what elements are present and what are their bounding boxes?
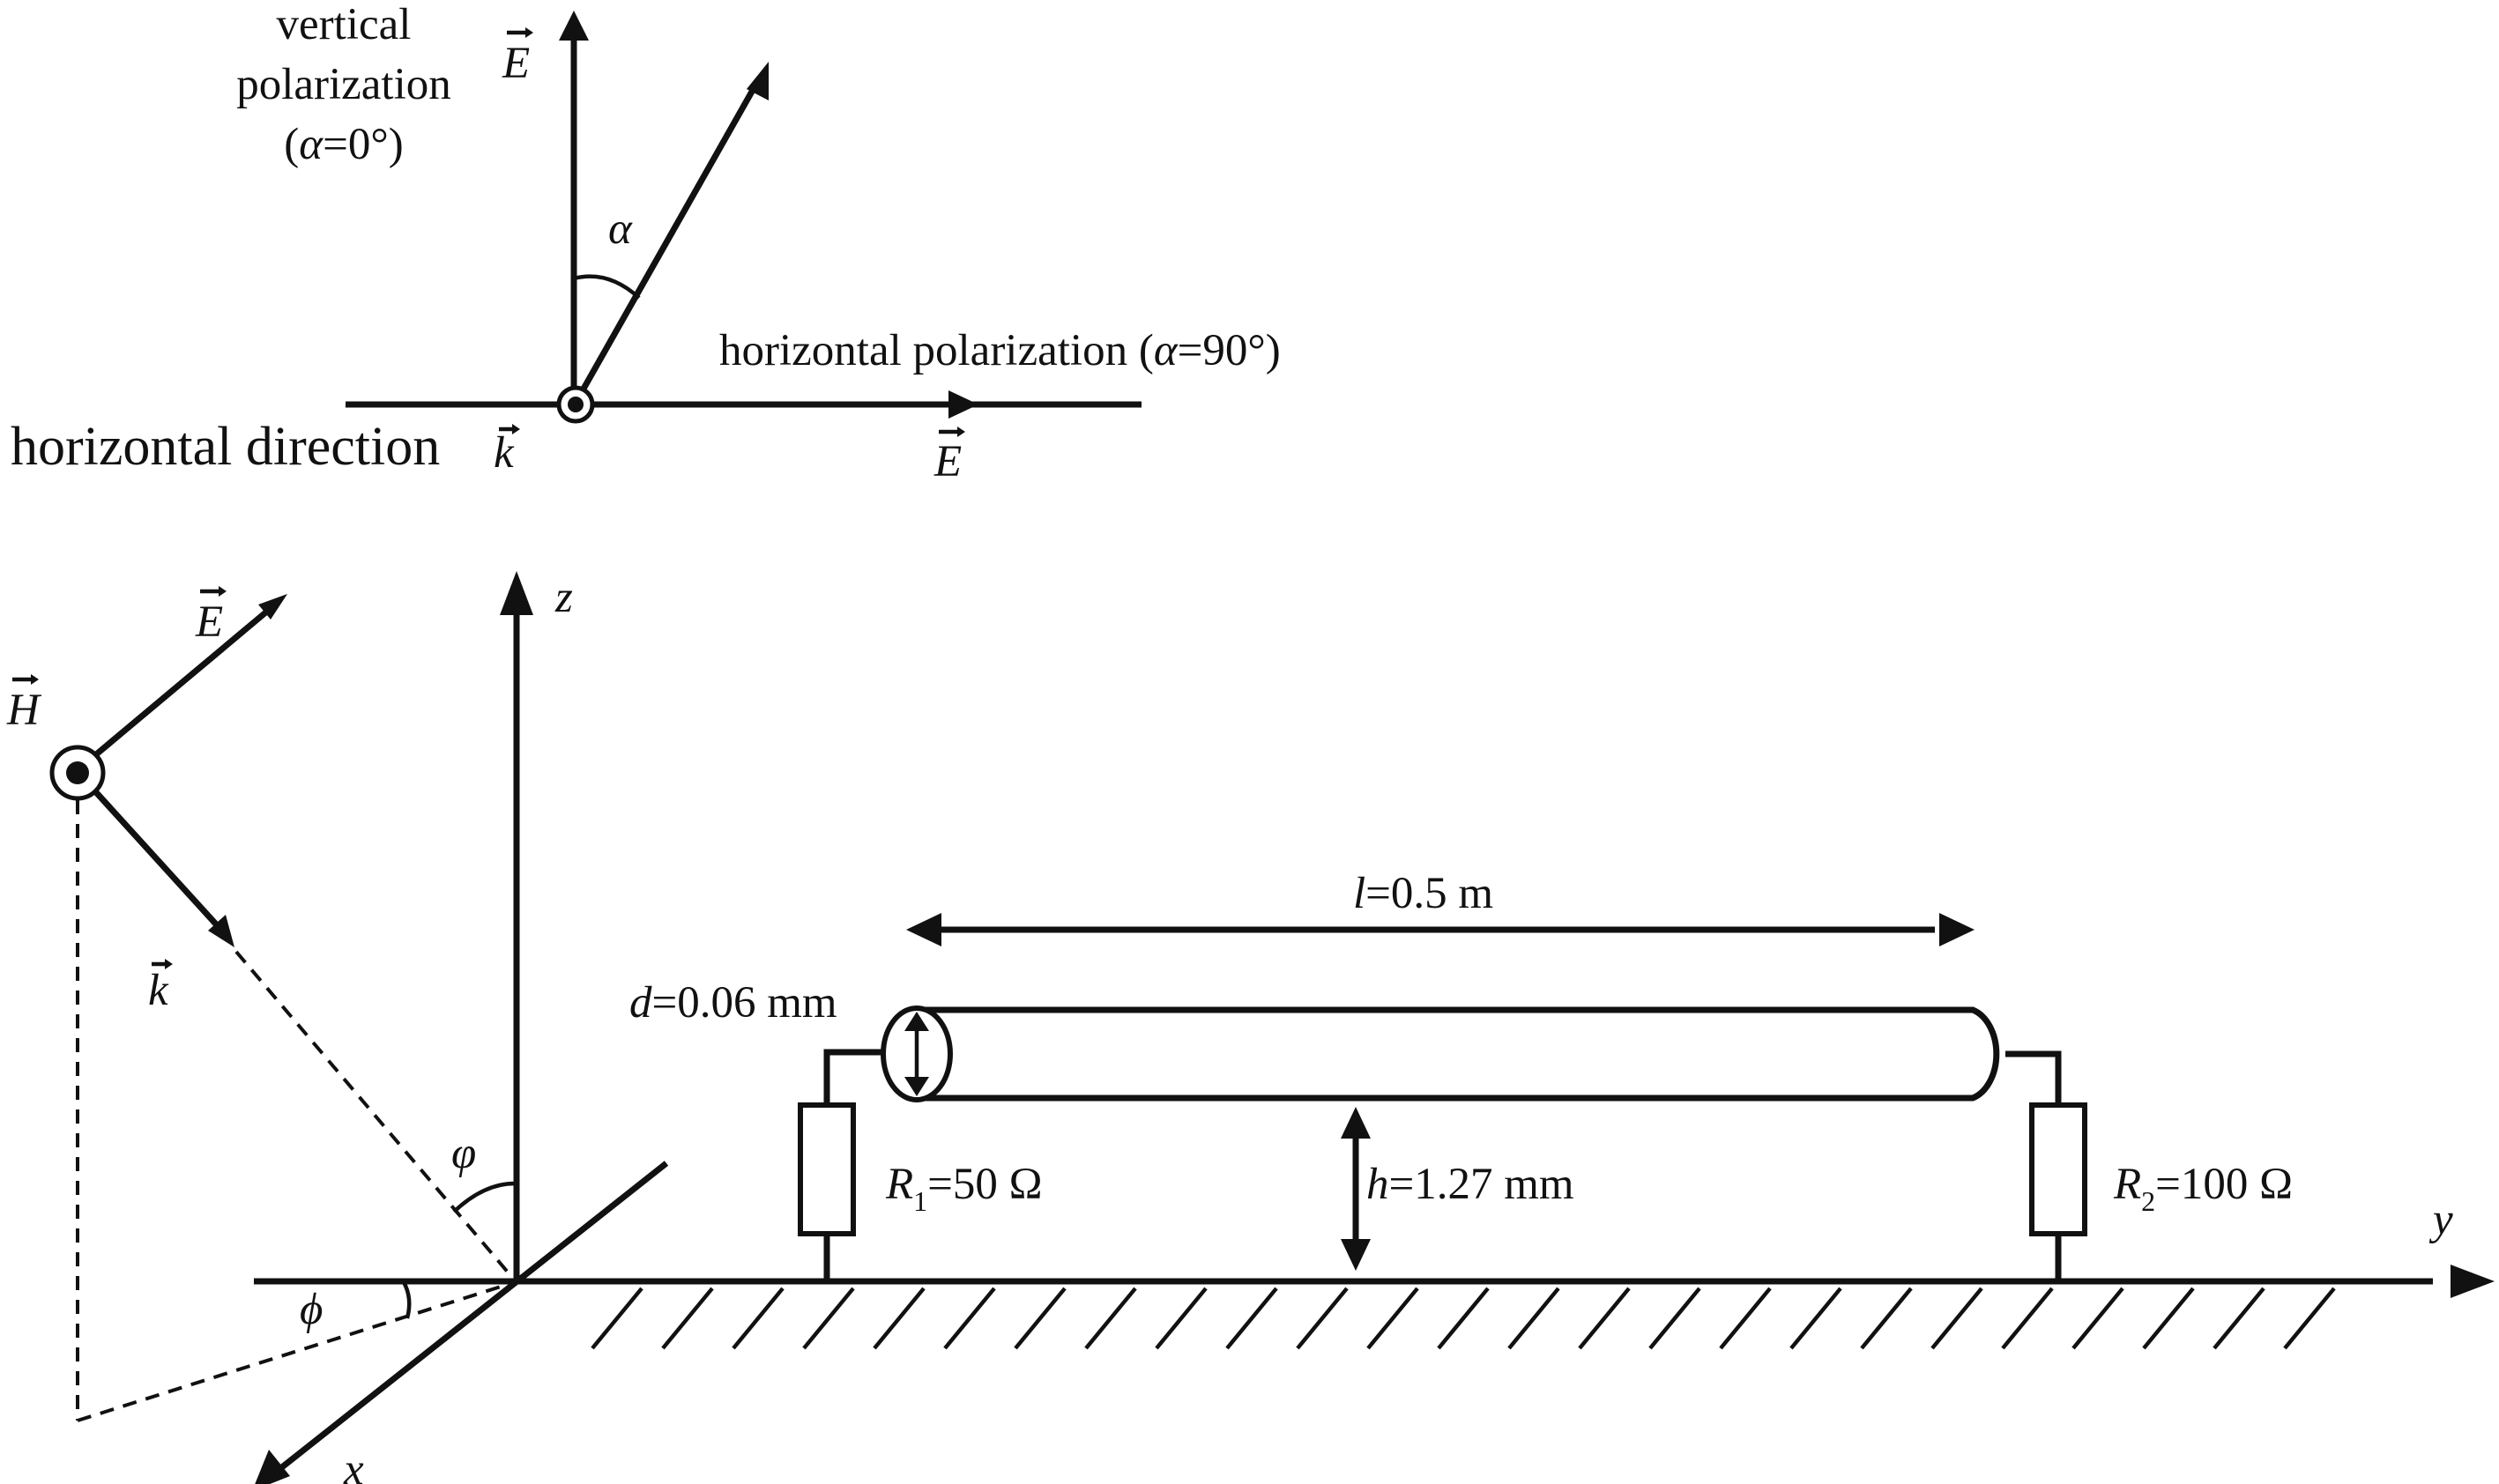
e-field-label-arrow-tip [219,586,227,597]
hatch-mark [802,1287,855,1350]
x-axis-arrowhead [255,1450,290,1484]
horizontal-direction-label: horizontal direction [11,417,440,477]
k-vector-arrowhead [208,915,234,947]
vertical-axis-arrowhead [559,11,589,41]
hatch-mark [2071,1287,2124,1350]
height-arrowhead-bottom [1341,1239,1371,1271]
varphi-angle-arc [452,1181,517,1213]
e-field-label: E [195,597,223,647]
r1-lead-top [823,1049,883,1105]
y-axis-arrowhead [2451,1265,2495,1298]
hatch-mark [2213,1287,2265,1350]
vertical-polarization-label-line2: polarization [236,60,451,109]
hatch-mark [1155,1287,1208,1350]
polarized-e-vector [572,82,760,404]
height-arrowhead-top [1341,1107,1371,1139]
hatch-mark [1366,1287,1419,1350]
e-field-arrowhead [258,594,287,620]
hatch-mark [732,1287,785,1350]
polarization-definition: vertical polarization (α=0°) E α horizon… [11,0,1281,486]
hatch-mark [873,1287,926,1350]
hatch-mark [1578,1287,1631,1350]
alpha-angle-arc [573,274,641,300]
e-vertical-label: E [502,39,530,88]
hatch-mark [661,1287,714,1350]
k-vector-projection-dashed [234,950,517,1282]
r2-lead-top [2005,1050,2062,1105]
hatch-mark [1719,1287,1772,1350]
hatch-mark [2283,1287,2336,1350]
hatch-mark [1437,1287,1490,1350]
length-label: l=0.5 m [1353,869,1493,918]
r1-resistor [798,1102,856,1236]
ground-projection-dashed [77,1280,516,1422]
phi-angle-label: ϕ [300,1285,323,1334]
r1-label: R1=50 Ω [885,1160,1043,1217]
hatch-mark [1507,1287,1560,1350]
coordinate-axes: z y x [254,571,2495,1484]
k-direction-label: k [494,428,515,478]
phi-angle-arc [402,1280,412,1319]
y-axis-label: y [2428,1195,2453,1244]
hatch-mark [1930,1287,1983,1350]
length-arrowhead-left [906,913,941,946]
hatch-mark [1014,1287,1067,1350]
hatch-mark [1296,1287,1349,1350]
incident-wave-geometry: E H k φ ϕ [6,586,517,1422]
hatch-mark [591,1287,643,1350]
wire-conductor [917,1006,2000,1102]
r2-label: R2=100 Ω [2113,1160,2293,1217]
h-field-label: H [6,686,42,735]
z-axis-label: z [554,573,573,622]
length-arrowhead-right [1939,913,1975,946]
varphi-angle-label: φ [451,1129,476,1178]
hatch-mark [1860,1287,1913,1350]
hatch-mark [943,1287,996,1350]
e-horizontal-label: E [933,437,962,486]
x-axis [276,1161,669,1473]
h-vector-symbol-dot [66,761,89,784]
vertical-polarization-alpha: (α=0°) [284,120,403,169]
k-vector-label-arrow-tip [165,959,173,969]
hatch-mark [2001,1287,2054,1350]
hatch-mark [1789,1287,1842,1350]
polarized-e-arrowhead [747,62,769,100]
transmission-line-circuit: l=0.5 m d=0.06 mm R1=50 Ω R2=100 Ω h=1.2… [629,869,2293,1281]
k-direction-symbol-dot [568,397,584,412]
horizontal-polarization-label: horizontal polarization (α=90°) [719,326,1281,375]
hatch-mark [1225,1287,1278,1350]
k-vector-label: k [148,966,169,1015]
diameter-arrowhead-top [904,1012,929,1031]
height-label: h=1.27 mm [1366,1160,1574,1209]
r2-resistor [2029,1102,2087,1236]
k-direction-vector-arrow-tip [512,424,520,434]
hatch-mark [1648,1287,1701,1350]
hatch-mark [1084,1287,1137,1350]
horizontal-e-arrowhead [948,390,978,419]
e-field-vector [93,607,271,758]
z-axis-arrowhead [500,571,533,615]
e-vertical-vector-arrow-tip [525,27,533,38]
ground-plane-hatching [591,1287,2336,1350]
diameter-arrowhead-bottom [904,1077,929,1096]
alpha-label: α [608,204,633,254]
vertical-polarization-label-line1: vertical [277,0,412,49]
x-axis-label: x [343,1445,364,1484]
hatch-mark [2142,1287,2195,1350]
k-vector-solid [93,789,221,930]
e-horizontal-vector-arrow-tip [957,427,965,437]
diameter-label: d=0.06 mm [629,978,837,1028]
h-field-label-arrow-tip [31,674,39,685]
